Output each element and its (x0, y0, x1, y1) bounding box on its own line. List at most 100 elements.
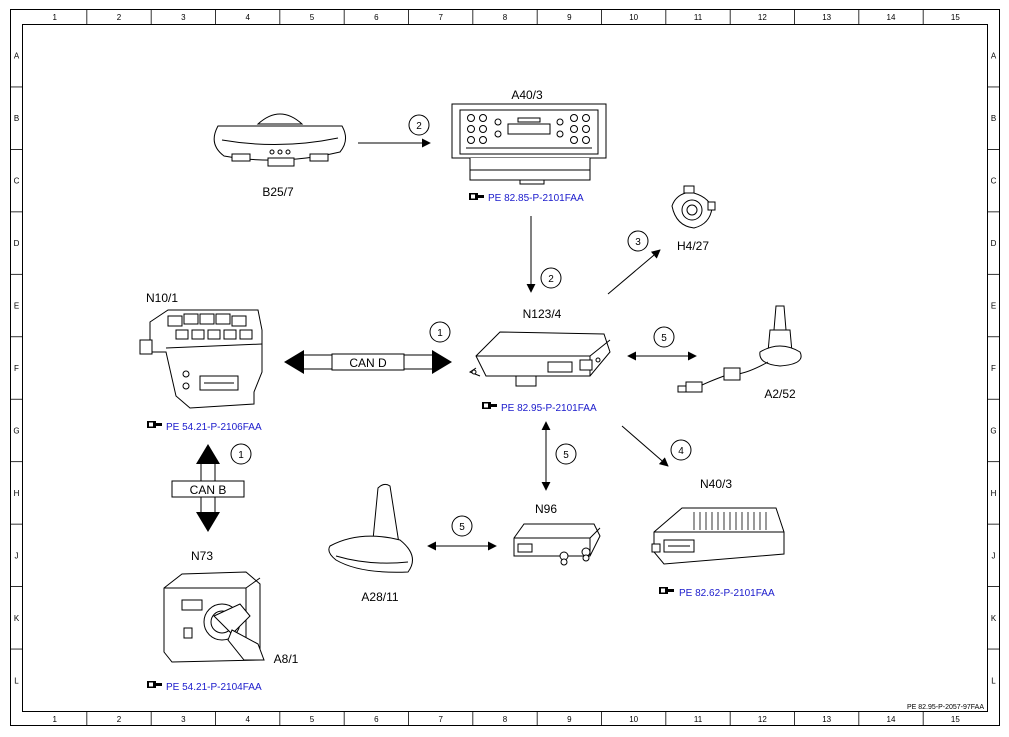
frame-row-right-F: F (991, 364, 996, 373)
n10-1-label: N10/1 (146, 291, 178, 305)
frame-column-top-12: 12 (758, 13, 767, 22)
a40-3-head-unit-drawing (451, 103, 607, 185)
frame-row-right-C: C (991, 177, 997, 186)
a40-3-label: A40/3 (511, 88, 543, 102)
badge-a40-to-n123 (540, 267, 562, 289)
frame-row-right-D: D (991, 239, 997, 248)
frame-column-top-7: 7 (438, 13, 443, 22)
frame-row-right-G: G (990, 426, 996, 435)
badge-can-b-number: 1 (238, 450, 244, 461)
frame-row-left-E: E (14, 302, 19, 311)
frame-column-bottom-8: 8 (503, 715, 508, 724)
a2-52-antenna-drawing (677, 305, 802, 393)
frame-column-bottom-4: 4 (245, 715, 250, 724)
badge-n123-to-a2-number: 5 (661, 333, 667, 344)
badge-b25-to-a40 (408, 114, 430, 136)
frame-column-bottom-5: 5 (310, 715, 315, 724)
frame-row-right-H: H (991, 489, 997, 498)
frame-row-right-B: B (991, 114, 996, 123)
frame-column-bottom-15: 15 (951, 715, 960, 724)
frame-column-top-15: 15 (951, 13, 960, 22)
frame-column-top-5: 5 (310, 13, 315, 22)
frame-column-top-2: 2 (117, 13, 122, 22)
frame-row-right-K: K (991, 614, 997, 623)
arrow-n123-to-h4 (607, 249, 661, 295)
frame-column-top-11: 11 (694, 13, 703, 22)
badge-a28-to-n96-number: 5 (459, 522, 465, 533)
frame-column-top-4: 4 (245, 13, 250, 22)
frame-row-left-H: H (14, 489, 20, 498)
badge-n123-to-n96-number: 5 (563, 450, 569, 461)
frame-row-right-L: L (991, 676, 996, 685)
b25-7-label: B25/7 (262, 185, 294, 199)
frame-column-bottom-3: 3 (181, 715, 186, 724)
badge-can-d (429, 321, 451, 343)
n96-label: N96 (535, 502, 557, 516)
document-id: PE 82.95-P-2057-97FAA (907, 704, 984, 711)
frame-row-left-F: F (14, 364, 19, 373)
frame-column-bottom-7: 7 (438, 715, 443, 724)
frame-column-top-13: 13 (822, 13, 831, 22)
can-b-label: CAN B (190, 483, 227, 497)
n123-4-label: N123/4 (523, 307, 562, 321)
badge-n123-to-a2 (653, 326, 675, 348)
h4-27-speaker-drawing (671, 185, 716, 229)
n40-3-reference-link[interactable]: PE 82.62-P-2101FAA (679, 588, 775, 599)
badge-can-b (230, 443, 252, 465)
frame-column-bottom-10: 10 (629, 715, 638, 724)
a2-52-label: A2/52 (764, 387, 796, 401)
frame-column-bottom-11: 11 (694, 715, 703, 724)
badge-a40-to-n123-number: 2 (548, 274, 554, 285)
n40-3-reference-icon (659, 587, 674, 594)
badge-n123-to-n96 (555, 443, 577, 465)
n10-1-reference-link[interactable]: PE 54.21-P-2106FAA (166, 422, 262, 433)
a28-11-label: A28/11 (361, 590, 398, 604)
frame-column-top-8: 8 (503, 13, 508, 22)
frame-column-top-1: 1 (52, 13, 57, 22)
a8-1-reference-link[interactable]: PE 54.21-P-2104FAA (166, 682, 262, 693)
frame-row-left-J: J (15, 551, 19, 560)
frame-row-left-K: K (14, 614, 20, 623)
frame-row-left-G: G (13, 426, 19, 435)
can-d-bus: CAN D (284, 350, 452, 374)
a28-11-antenna-drawing (328, 483, 413, 573)
frame-row-left-C: C (14, 177, 20, 186)
n73-ignition-switch-drawing (163, 571, 265, 663)
frame-row-left-L: L (14, 676, 19, 685)
frame-column-bottom-13: 13 (822, 715, 831, 724)
frame (10, 9, 1000, 726)
n123-4-control-unit-drawing (468, 331, 611, 387)
frame-column-bottom-2: 2 (117, 715, 122, 724)
a40-3-reference-icon (469, 193, 484, 200)
frame-column-top-6: 6 (374, 13, 379, 22)
n96-tuner-drawing (513, 523, 601, 566)
badge-a28-to-n96 (451, 515, 473, 537)
n10-1-control-unit-drawing (139, 309, 263, 409)
b25-7-mirror-drawing (213, 113, 346, 167)
frame-row-right-A: A (991, 52, 997, 61)
n40-3-amplifier-drawing (651, 507, 785, 565)
a8-1-label: A8/1 (274, 652, 299, 666)
frame-row-right-E: E (991, 302, 996, 311)
frame-column-bottom-9: 9 (567, 715, 572, 724)
badge-can-d-number: 1 (437, 328, 443, 339)
n40-3-label: N40/3 (700, 477, 732, 491)
badge-n123-to-h4-number: 3 (635, 237, 641, 248)
frame-column-bottom-12: 12 (758, 715, 767, 724)
frame-column-bottom-1: 1 (52, 715, 57, 724)
frame-column-markers: 1122334455667788991010111112121313141415… (52, 9, 960, 726)
a40-3-reference-link[interactable]: PE 82.85-P-2101FAA (488, 193, 584, 204)
a8-1-reference-icon (147, 681, 162, 688)
h4-27-label: H4/27 (677, 239, 709, 253)
badge-n123-to-n40 (670, 439, 692, 461)
frame-column-top-9: 9 (567, 13, 572, 22)
n123-4-reference-link[interactable]: PE 82.95-P-2101FAA (501, 403, 597, 414)
frame-row-left-B: B (14, 114, 19, 123)
badge-n123-to-n40-number: 4 (678, 446, 684, 457)
can-d-label: CAN D (349, 356, 387, 370)
frame-column-top-10: 10 (629, 13, 638, 22)
frame-column-top-14: 14 (887, 13, 896, 22)
can-b-bus: CAN B (171, 444, 245, 532)
